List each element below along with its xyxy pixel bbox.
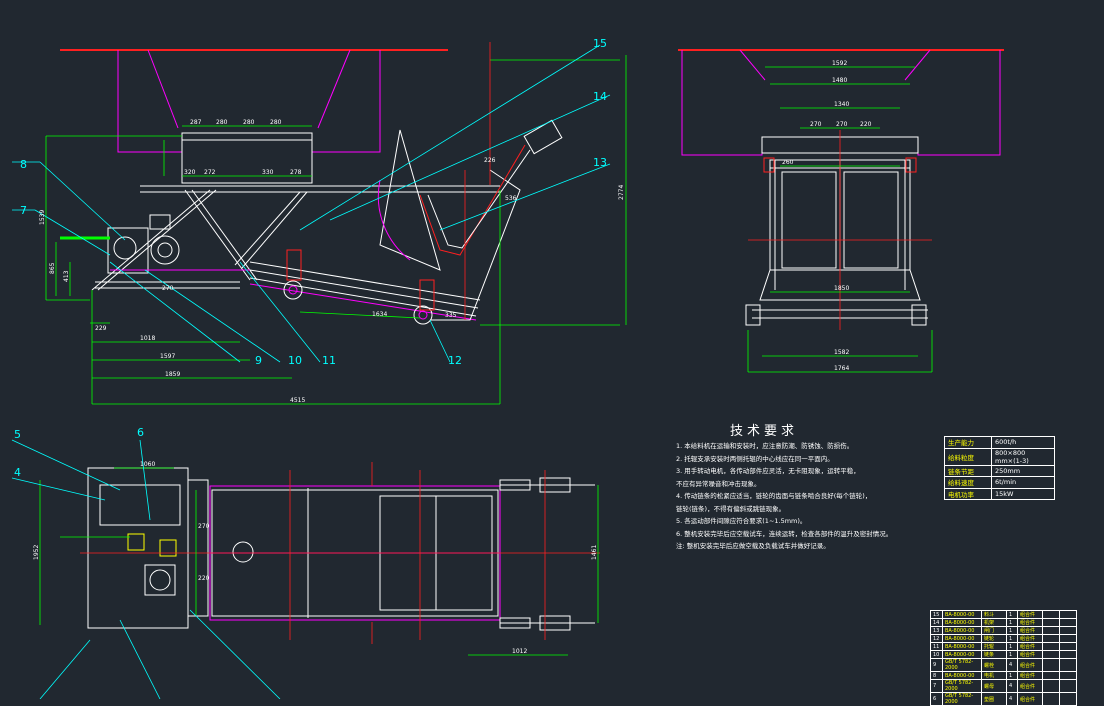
- tech-requirements-title: 技术要求: [730, 424, 799, 439]
- dim-229: 229: [95, 325, 107, 332]
- tech-requirements-list: 1. 本给料机在运输和安装时，应注意防潮、防锈蚀、防损伤。 2. 托辊支承安装时…: [676, 440, 936, 553]
- callout-10: 10: [288, 354, 302, 367]
- tech-item: 3. 用手转动电机，各传动部件应灵活，无卡阻现象，运转平稳，: [676, 467, 860, 475]
- tech-item: 5. 各运动部件间隙应符合要求(1~1.5mm)。: [676, 517, 807, 525]
- tech-item: 6. 整机安装完毕后应空载试车，连续运转，检查各部件的温升及密封情况。: [676, 529, 893, 538]
- dim-270b: 270: [836, 121, 848, 128]
- callout-7: 7: [20, 204, 27, 217]
- dim-287: 287: [190, 119, 202, 126]
- callout-11: 11: [322, 354, 336, 367]
- dim-320: 320: [184, 169, 196, 176]
- tech-item: 注: 整机安装完毕后应做空载及负载试车并做好记录。: [676, 542, 830, 550]
- dim-1018: 1018: [140, 335, 155, 342]
- tech-item: 1. 本给料机在运输和安装时，应注意防潮、防锈蚀、防损伤。: [676, 442, 854, 450]
- callout-14: 14: [593, 90, 607, 103]
- dim-1340: 1340: [834, 101, 849, 108]
- dim-4515: 4515: [290, 397, 305, 404]
- dim-330: 330: [262, 169, 274, 176]
- dim-272: 272: [204, 169, 216, 176]
- callout-5: 5: [14, 428, 21, 441]
- dim-280a: 280: [216, 119, 228, 126]
- dim-226: 226: [484, 157, 496, 164]
- callout-6: 6: [137, 426, 144, 439]
- callout-4: 4: [14, 466, 21, 479]
- front-view: [678, 49, 1004, 373]
- dim-270: 270: [162, 285, 174, 292]
- dim-1060: 1060: [140, 461, 155, 468]
- dim-220: 220: [860, 121, 872, 128]
- labels: 8 7 9 10 11 12 15 14 13 5 4 6 287 280 28…: [14, 37, 872, 655]
- dim-1012: 1012: [512, 648, 527, 655]
- dim-1480: 1480: [832, 77, 847, 84]
- tech-item: 2. 托辊支承安装时两侧托辊的中心线应在同一平面内。: [676, 454, 834, 463]
- dim-278: 278: [290, 169, 302, 176]
- callout-8: 8: [20, 158, 27, 171]
- dim-1461: 1461: [591, 545, 598, 560]
- dim-1582: 1582: [834, 349, 849, 356]
- dim-1592: 1592: [832, 60, 847, 67]
- dim-413: 413: [63, 270, 70, 282]
- dim-280b: 280: [243, 119, 255, 126]
- dim-1539: 1539: [39, 210, 46, 225]
- dim-280c: 280: [270, 119, 282, 126]
- callout-12: 12: [448, 354, 462, 367]
- dim-1597: 1597: [160, 353, 175, 360]
- callout-9: 9: [255, 354, 262, 367]
- callout-15: 15: [593, 37, 607, 50]
- tech-item: 4. 传动链条的松紧应适当，链轮的齿面与链条啮合良好(每个链轮)，: [676, 492, 872, 500]
- dim-1859: 1859: [165, 371, 180, 378]
- tech-item: 不应有异常噪音和冲击现象。: [676, 479, 761, 488]
- dim-335: 335: [445, 312, 457, 319]
- dim-270a: 270: [810, 121, 822, 128]
- plan-view: [11, 439, 600, 699]
- dim-1764: 1764: [834, 365, 849, 372]
- callout-13: 13: [593, 156, 607, 169]
- dim-270-plan: 270: [198, 523, 210, 530]
- dim-536: 536: [505, 195, 517, 202]
- dim-2774: 2774: [618, 185, 625, 200]
- side-view: [12, 42, 627, 405]
- dim-260: 260: [782, 159, 794, 166]
- tech-item: 链轮(链条)，不得有偏斜或跳链现象。: [676, 504, 786, 513]
- dim-220-plan: 220: [198, 575, 210, 582]
- dim-1952: 1952: [33, 545, 40, 560]
- dim-865: 865: [49, 262, 56, 274]
- dim-1634: 1634: [372, 311, 387, 318]
- dim-1850: 1850: [834, 285, 849, 292]
